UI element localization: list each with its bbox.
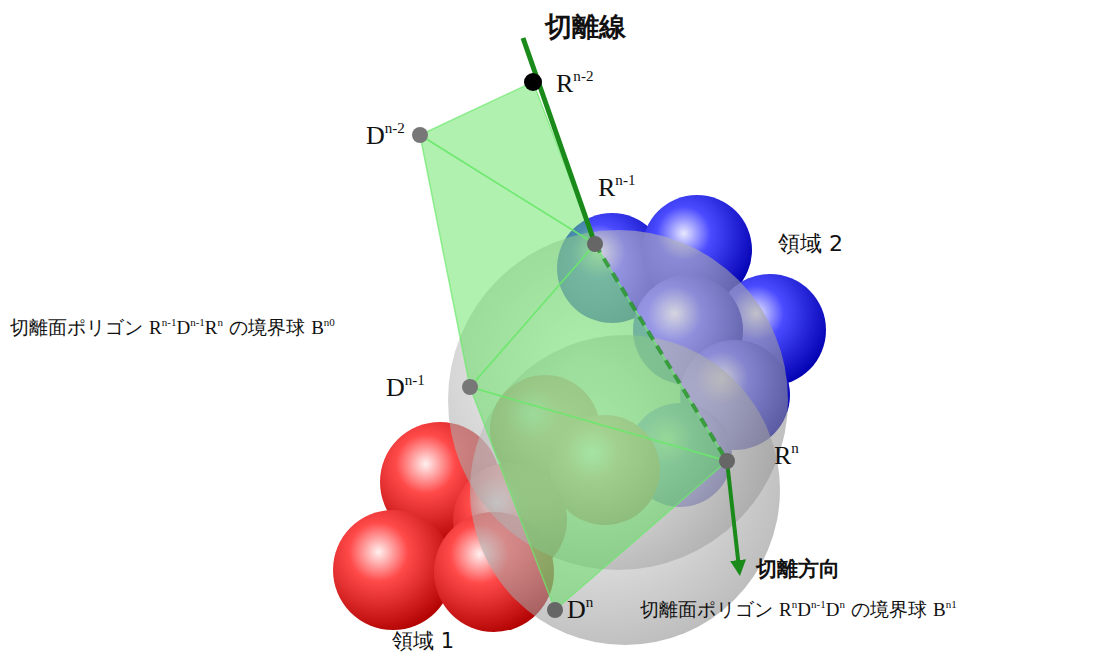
sphere-caption: 切離面ポリゴン RnDn-1Dn の境界球 Bn1 [640,598,957,621]
cut-line [523,38,739,568]
cut-polygons [420,82,727,610]
vertex-label: Dn-1 [386,372,425,403]
direction-label: 切離方向 [756,558,840,581]
title-label: 切離線 [545,12,626,42]
vertex-label: Rn-2 [556,68,593,99]
vertex-label: Rn-1 [598,172,635,203]
vertex-dots [412,73,735,618]
vertex-label: Rn [774,440,799,471]
vertex-label: Dn [567,594,593,625]
vertex-label: Dn-2 [366,120,405,151]
sphere-caption: 切離面ポリゴン Rn-1Dn-1Rn の境界球 Bn0 [10,316,335,339]
region-label: 領域 1 [392,630,454,653]
region-label: 領域 2 [778,232,843,256]
